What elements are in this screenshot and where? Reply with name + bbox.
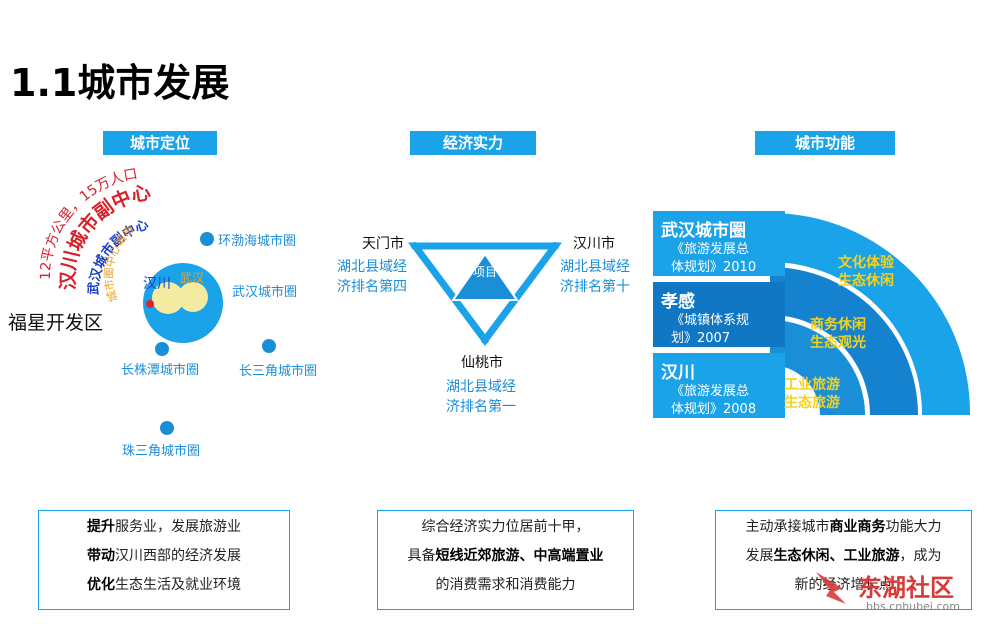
box-left-l1-bold: 提升 — [87, 519, 115, 535]
arc-inner — [770, 320, 865, 415]
tag-economic-strength: 经济实力 — [410, 131, 536, 155]
box-right-l3: 新的经济增长点 — [794, 577, 893, 593]
box-right-l1c: 功能大力 — [885, 519, 942, 535]
arc-outer-l1: 文化体验 — [838, 255, 894, 271]
summary-box-left: 提升服务业，发展旅游业 带动汉川西部的经济发展 优化生态生活及就业环境 — [38, 510, 290, 610]
xiantao-name: 仙桃市 — [461, 355, 503, 371]
panel-wuhan-head: 武汉城市圈 — [661, 221, 746, 241]
watermark-url: bbs.cnhubei.com — [866, 600, 960, 613]
box-right-l2c: ，成为 — [899, 548, 942, 564]
node-wuhan: 武汉城市圈 — [232, 285, 298, 300]
panel-xiaogan-sub2: 划》2007 — [671, 331, 731, 346]
xiantao-desc2: 济排名第一 — [446, 399, 516, 415]
arc-middle — [770, 267, 918, 415]
panel-hanchuan-head: 汉川 — [661, 363, 695, 383]
panel-xiaogan: 孝感 《城镇体系规 划》2007 — [653, 282, 785, 347]
box-left-l1: 服务业，发展旅游业 — [115, 519, 241, 535]
summary-box-middle: 综合经济实力位居前十甲， 具备短线近郊旅游、中高端置业 的消费需求和消费能力 — [377, 510, 634, 610]
tianmen-desc2: 济排名第四 — [337, 279, 407, 295]
panel-wuhan-circle: 武汉城市圈 《旅游发展总 体规划》2010 — [653, 211, 785, 276]
panel-xiaogan-head: 孝感 — [661, 292, 695, 312]
project-label: 项目 — [472, 265, 497, 279]
node-dot-yangtze — [262, 339, 276, 353]
box-right-l2-bold: 生态休闲、工业旅游 — [773, 548, 900, 564]
label-fuxing: 福星开发区 — [8, 312, 104, 334]
hanchuan-desc2: 济排名第十 — [560, 279, 630, 295]
node-dot-bohai — [200, 232, 214, 246]
box-left-l3: 生态生活及就业环境 — [115, 577, 241, 593]
node-bohai: 环渤海城市圈 — [218, 234, 297, 249]
project-triangle — [451, 252, 519, 301]
city-positioning-diagram: 12平方公里，15万人口 汉川城市副中心 武汉城市副中心 城市圈中心城市 汉川 … — [38, 166, 276, 435]
tag-city-positioning: 城市定位 — [103, 131, 217, 155]
inner-label-hanchuan: 汉川 — [143, 276, 171, 292]
node-dot-pearl — [160, 421, 174, 435]
arc-inner-l1: 工业旅游 — [784, 377, 840, 393]
panel-xiaogan-sub1: 《城镇体系规 — [671, 313, 750, 328]
panel-hanchuan: 汉川 《旅游发展总 体规划》2008 — [653, 353, 785, 418]
box-right-l1a: 主动承接城市 — [745, 519, 830, 535]
triangle-diagram — [408, 242, 562, 346]
arc-label-inner: 工业旅游 生态旅游 — [772, 376, 852, 412]
function-arcs — [770, 213, 971, 415]
box-left-l3-bold: 优化 — [87, 577, 115, 593]
node-pearl: 珠三角城市圈 — [122, 444, 201, 459]
hanchuan-name: 汉川市 — [573, 236, 615, 252]
arc-label-middle: 商务休闲 生态观光 — [798, 316, 878, 352]
watermark-name: 东湖社区 — [858, 574, 954, 602]
hanchuan-circle — [152, 282, 184, 314]
location-dot — [146, 300, 154, 308]
box-left-l2: 汉川西部的经济发展 — [115, 548, 241, 564]
wuhan-circle — [178, 282, 208, 312]
arc-label-circle-center: 城市圈中心城市 — [102, 223, 138, 304]
xiantao-desc1: 湖北县域经 — [446, 379, 516, 395]
tianmen-desc1: 湖北县域经 — [337, 259, 407, 275]
box-middle-l3: 的消费需求和消费能力 — [435, 577, 576, 593]
node-yangtze: 长三角城市圈 — [239, 364, 318, 379]
panel-hanchuan-sub2: 体规划》2008 — [671, 402, 757, 417]
box-middle-l2a: 具备 — [407, 548, 436, 564]
arc-inner-l2: 生态旅游 — [784, 395, 840, 411]
arc-outer-l2: 生态休闲 — [838, 273, 894, 289]
inner-label-wuhan: 武汉 — [180, 271, 204, 285]
watermark-logo-icon — [816, 572, 846, 604]
summary-box-right: 主动承接城市商业商务功能大力 发展生态休闲、工业旅游，成为 新的经济增长点 — [715, 510, 972, 610]
tag-city-function: 城市功能 — [755, 131, 895, 155]
box-right-l2a: 发展 — [745, 548, 774, 564]
box-right-l1-bold: 商业商务 — [829, 519, 886, 535]
hanchuan-desc1: 湖北县域经 — [560, 259, 630, 275]
panel-wuhan-sub1: 《旅游发展总 — [671, 242, 750, 257]
arc-label-outer: 文化体验 生态休闲 — [826, 254, 906, 290]
box-left-l2-bold: 带动 — [87, 548, 115, 564]
node-dot-changzhutan — [155, 342, 169, 356]
tianmen-name: 天门市 — [362, 236, 404, 252]
arc-middle-l2: 生态观光 — [810, 335, 866, 351]
page-title: 1.1城市发展 — [10, 61, 230, 105]
arc-outer — [770, 213, 971, 415]
node-changzhutan: 长株潭城市圈 — [121, 363, 200, 378]
box-middle-l2-bold: 短线近郊旅游、中高端置业 — [435, 548, 604, 564]
box-middle-l1: 综合经济实力位居前十甲， — [421, 519, 590, 535]
panel-wuhan-sub2: 体规划》2010 — [671, 260, 757, 275]
panel-hanchuan-sub1: 《旅游发展总 — [671, 384, 750, 399]
arc-middle-l1: 商务休闲 — [810, 317, 866, 333]
